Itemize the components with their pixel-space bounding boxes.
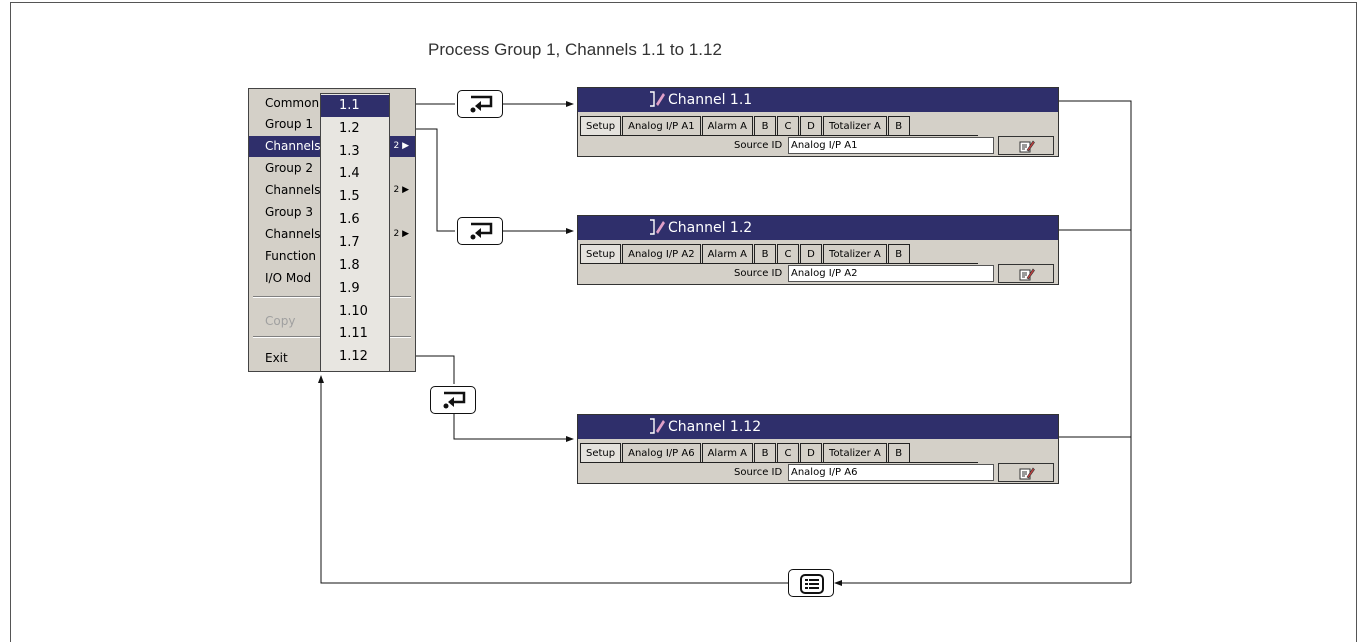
channel-panel-1-1: Channel 1.1 Setup Analog I/P A1 Alarm A … <box>577 87 1059 157</box>
menu-item-io-modules[interactable]: I/O Mod <box>265 271 312 285</box>
submenu-arrow-icon: 2 ▶ <box>393 141 409 151</box>
tab-alarm-d[interactable]: D <box>800 443 823 463</box>
source-id-field[interactable]: Analog I/P A6 <box>788 464 994 481</box>
source-id-label: Source ID <box>734 140 783 151</box>
tab-setup[interactable]: Setup <box>580 116 622 136</box>
tab-analog-ip[interactable]: Analog I/P A1 <box>622 116 701 136</box>
diagram-caption: Process Group 1, Channels 1.1 to 1.12 <box>428 40 722 59</box>
menu-key-icon <box>800 574 824 594</box>
edit-button[interactable] <box>998 264 1054 283</box>
menu-item-group-3[interactable]: Group 3 <box>265 205 313 219</box>
tab-totalizer-b[interactable]: B <box>887 244 910 264</box>
tab-totalizer-b[interactable]: B <box>887 443 910 463</box>
tab-alarm-b[interactable]: B <box>754 116 777 136</box>
tab-alarm-b[interactable]: B <box>754 443 777 463</box>
enter-key-icon <box>470 95 493 113</box>
tab-alarm-a[interactable]: Alarm A <box>701 244 754 264</box>
menu-item-group-1[interactable]: Group 1 <box>265 117 313 131</box>
submenu-item-1-10[interactable]: 1.10 <box>339 304 368 319</box>
tab-setup[interactable]: Setup <box>580 443 622 463</box>
menu-item-copy: Copy <box>265 314 296 328</box>
menu-item-exit[interactable]: Exit <box>265 351 288 365</box>
enter-key-icon <box>470 222 493 240</box>
tab-baseline <box>580 263 978 264</box>
submenu-item-1-1[interactable]: 1.1 <box>321 95 389 117</box>
submenu-item-1-4[interactable]: 1.4 <box>339 166 360 181</box>
menu-key-button[interactable] <box>788 569 834 597</box>
edit-button[interactable] <box>998 136 1054 155</box>
submenu-arrow-icon: 2 ▶ <box>393 229 409 239</box>
submenu-item-1-7[interactable]: 1.7 <box>339 235 360 250</box>
tab-setup[interactable]: Setup <box>580 244 622 264</box>
edit-pencil-icon <box>1019 467 1035 480</box>
tab-totalizer-a[interactable]: Totalizer A <box>823 443 887 463</box>
source-id-field[interactable]: Analog I/P A2 <box>788 265 994 282</box>
tab-analog-ip[interactable]: Analog I/P A6 <box>622 443 701 463</box>
panel-title: Channel 1.1 <box>668 92 753 108</box>
tab-analog-ip[interactable]: Analog I/P A2 <box>622 244 701 264</box>
tab-totalizer-b[interactable]: B <box>887 116 910 136</box>
enter-key-button[interactable] <box>430 386 476 414</box>
submenu-item-1-6[interactable]: 1.6 <box>339 212 360 227</box>
edit-pencil-icon <box>1019 268 1035 281</box>
menu-item-function[interactable]: Function <box>265 249 317 263</box>
submenu-item-1-5[interactable]: 1.5 <box>339 189 360 204</box>
tab-strip: Setup Analog I/P A1 Alarm A B C D Totali… <box>580 116 911 136</box>
panel-title: Channel 1.12 <box>668 419 762 435</box>
tab-alarm-a[interactable]: Alarm A <box>701 443 754 463</box>
return-to-menu <box>318 375 788 584</box>
enter-key-button[interactable] <box>457 217 503 245</box>
tab-alarm-c[interactable]: C <box>777 116 800 136</box>
tab-baseline <box>580 462 978 463</box>
submenu-item-1-2[interactable]: 1.2 <box>339 121 360 136</box>
diagram-frame <box>10 2 1357 642</box>
edit-button[interactable] <box>998 463 1054 482</box>
tab-strip: Setup Analog I/P A2 Alarm A B C D Totali… <box>580 244 911 264</box>
panel-title: Channel 1.2 <box>668 220 753 236</box>
tab-alarm-c[interactable]: C <box>777 443 800 463</box>
source-id-field[interactable]: Analog I/P A1 <box>788 137 994 154</box>
edit-pencil-icon <box>1019 140 1035 153</box>
enter-key-button[interactable] <box>457 90 503 118</box>
menu-item-common[interactable]: Common <box>265 96 320 110</box>
source-id-label: Source ID <box>734 467 783 478</box>
submenu-item-1-12[interactable]: 1.12 <box>339 349 368 364</box>
menu-item-group-2[interactable]: Group 2 <box>265 161 313 175</box>
submenu-item-1-9[interactable]: 1.9 <box>339 281 360 296</box>
tab-totalizer-a[interactable]: Totalizer A <box>823 244 887 264</box>
channel-pen-icon <box>650 91 665 107</box>
return-line-1 <box>1059 100 1132 583</box>
channel-pen-icon <box>650 219 665 235</box>
panel-title-bar: Channel 1.1 <box>578 88 1058 112</box>
enter-key-icon <box>443 391 466 409</box>
submenu-item-1-8[interactable]: 1.8 <box>339 258 360 273</box>
tab-alarm-b[interactable]: B <box>754 244 777 264</box>
tab-alarm-c[interactable]: C <box>777 244 800 264</box>
panel-title-bar: Channel 1.12 <box>578 415 1058 439</box>
channel-panel-1-12: Channel 1.12 Setup Analog I/P A6 Alarm A… <box>577 414 1059 484</box>
submenu-item-1-11[interactable]: 1.11 <box>339 326 368 341</box>
tab-totalizer-a[interactable]: Totalizer A <box>823 116 887 136</box>
tab-strip: Setup Analog I/P A6 Alarm A B C D Totali… <box>580 443 911 463</box>
channel-submenu: 1.1 1.2 1.3 1.4 1.5 1.6 1.7 1.8 1.9 1.10… <box>320 93 390 372</box>
tab-alarm-a[interactable]: Alarm A <box>701 116 754 136</box>
tab-alarm-d[interactable]: D <box>800 244 823 264</box>
tab-baseline <box>580 135 978 136</box>
connector-key-to-channel-1-12 <box>453 413 574 442</box>
tab-alarm-d[interactable]: D <box>800 116 823 136</box>
channel-panel-1-2: Channel 1.2 Setup Analog I/P A2 Alarm A … <box>577 215 1059 285</box>
submenu-arrow-icon: 2 ▶ <box>393 185 409 195</box>
submenu-item-1-3[interactable]: 1.3 <box>339 144 360 159</box>
source-id-label: Source ID <box>734 268 783 279</box>
channel-pen-icon <box>650 418 665 434</box>
panel-title-bar: Channel 1.2 <box>578 216 1058 240</box>
